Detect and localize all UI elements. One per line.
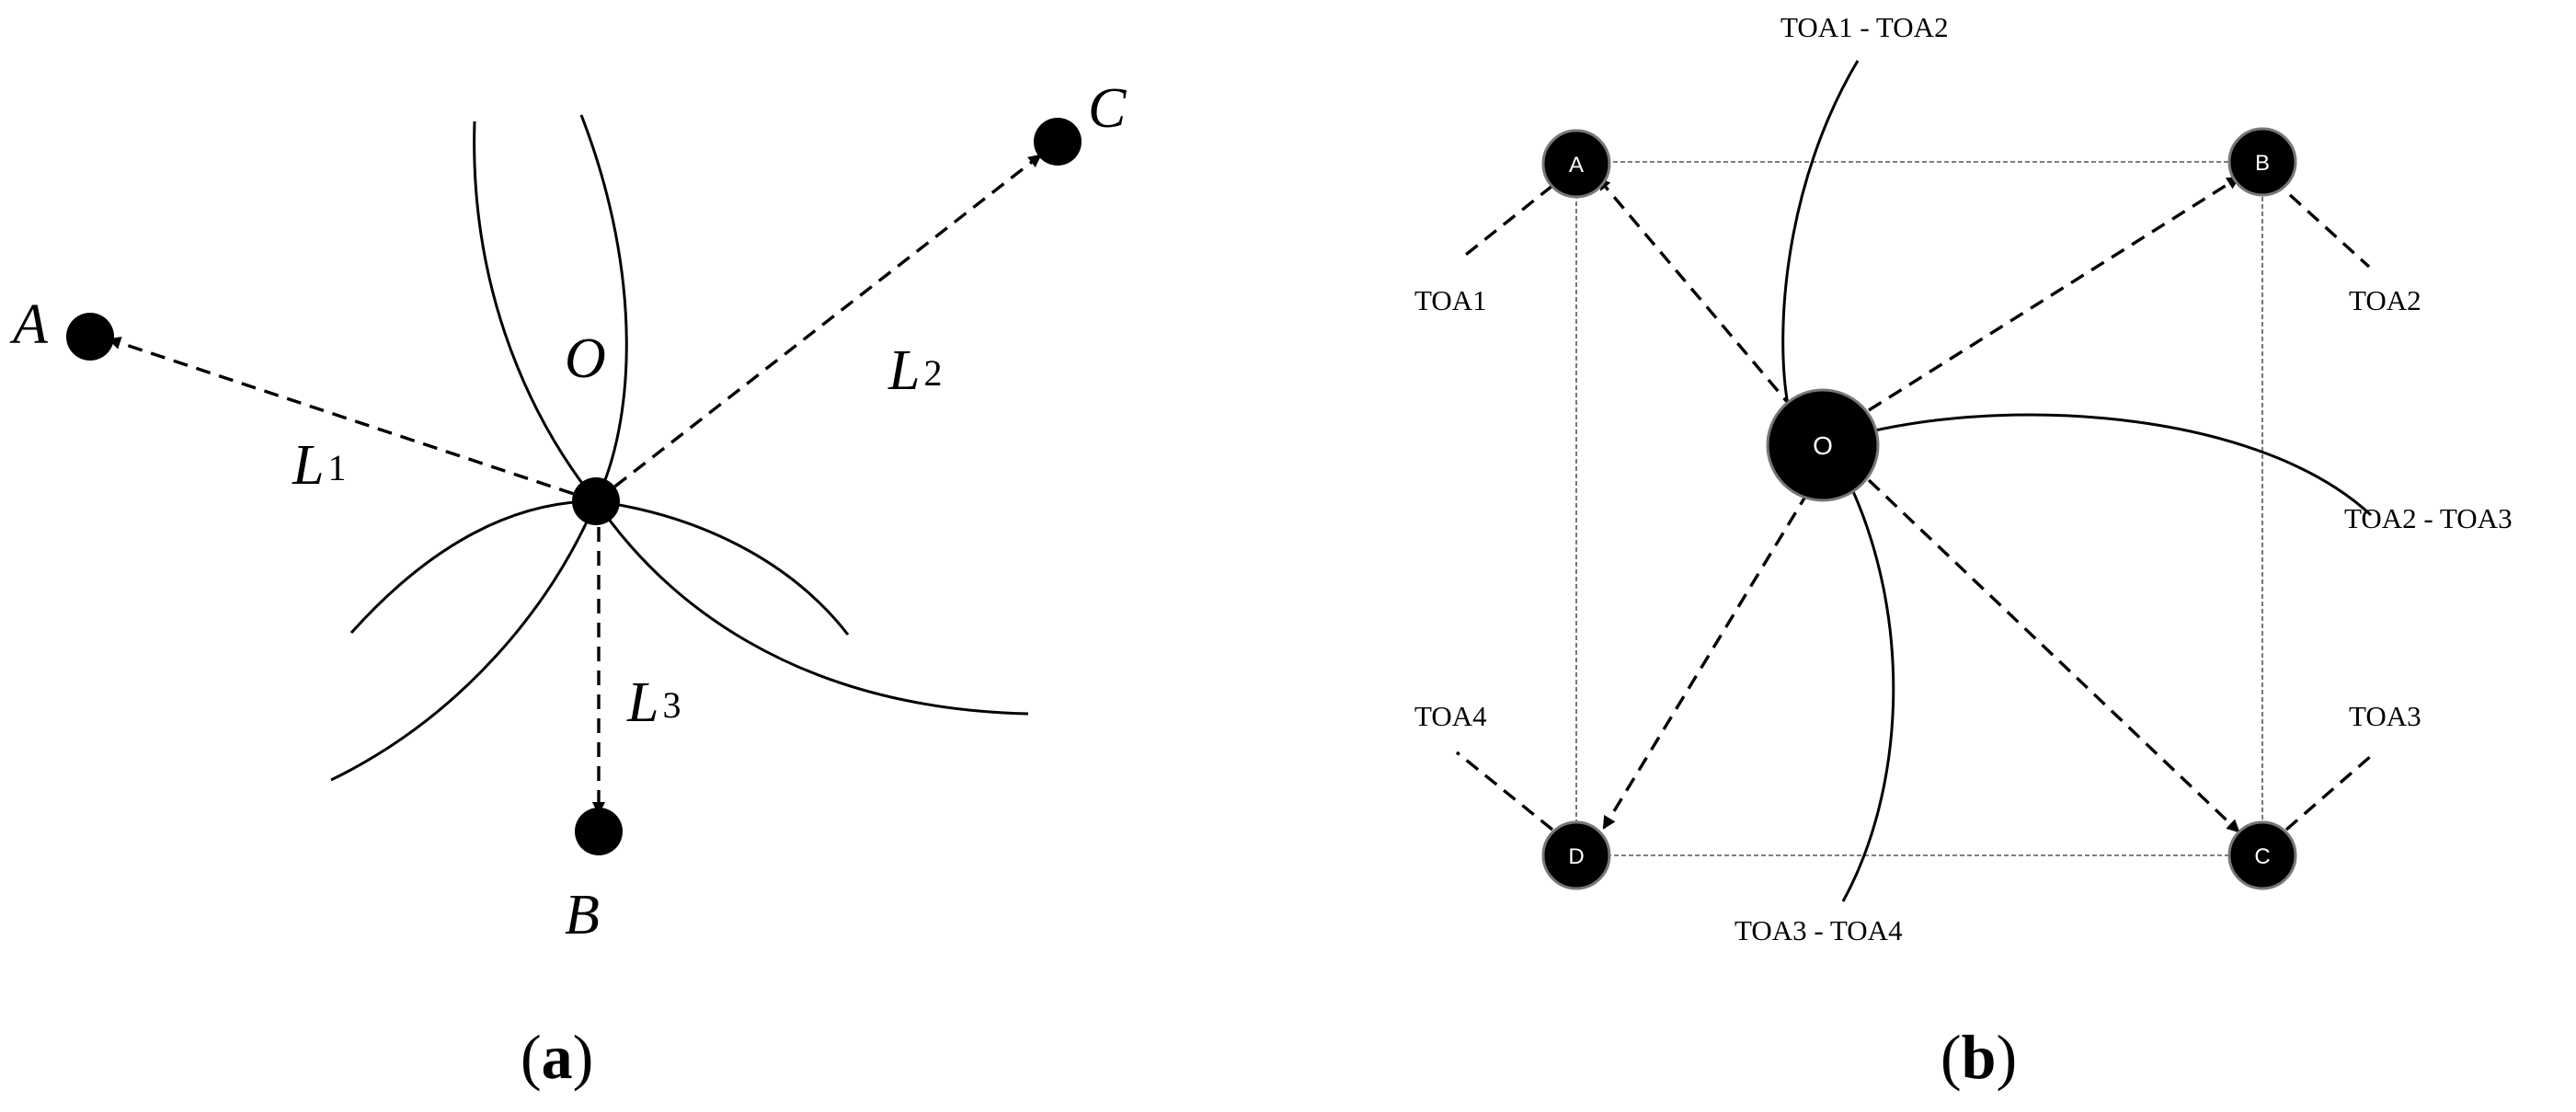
hyperbola-toa2-toa3	[1866, 413, 2373, 517]
square-outline	[1575, 161, 2263, 856]
node-b	[2227, 127, 2297, 197]
hyperbola-toa1-toa2	[1781, 60, 1860, 406]
toa4-leader	[1455, 751, 1554, 831]
node-o	[1766, 388, 1880, 502]
hyperbola-curve-5	[330, 500, 598, 782]
hyperbola-label-toa1-toa2: TOA1 - TOA2	[1780, 11, 1949, 43]
node-d	[1541, 820, 1611, 890]
hyperbola-toa3-toa4	[1841, 488, 1895, 902]
node-a-label: A	[9, 293, 49, 356]
hyperbola-label-toa3-toa4: TOA3 - TOA4	[1735, 914, 1903, 946]
hyperbola-curve-1	[473, 120, 598, 502]
node-c	[2227, 820, 2297, 890]
arrow-o-to-a	[1597, 177, 1795, 411]
node-o	[572, 477, 620, 525]
toa2-label: TOA2	[2349, 284, 2421, 316]
panel-a-caption: (a)	[521, 1022, 593, 1092]
node-c	[1034, 118, 1082, 166]
node-b-label: B	[565, 884, 600, 946]
toa1-leader	[1460, 184, 1554, 259]
distance-arrow-l2	[594, 154, 1042, 503]
node-c-label: C	[2254, 844, 2270, 869]
node-a-label: A	[1569, 153, 1584, 178]
toa3-label: TOA3	[2349, 700, 2421, 732]
hyperbola-curve-4	[595, 499, 850, 636]
hyperbola-label-toa2-toa3: TOA2 - TOA3	[2344, 502, 2513, 534]
panel-b: A B C D O TOA1 TOA2 TOA3 TOA4 TOA1 - TOA…	[1414, 11, 2513, 1092]
node-a	[66, 313, 114, 361]
toa3-leader	[2284, 754, 2373, 831]
panel-b-caption: (b)	[1941, 1022, 2017, 1092]
node-o-label: O	[1813, 431, 1833, 460]
distance-arrow-l1	[107, 337, 597, 503]
node-o-label: O	[565, 327, 606, 390]
node-b	[575, 808, 623, 855]
hyperbola-curve-2	[579, 114, 628, 502]
arrow-o-to-b	[1868, 176, 2240, 412]
arrow-o-to-d	[1602, 491, 1810, 830]
toa4-label: TOA4	[1414, 700, 1487, 732]
hyperbola-curve-6	[594, 500, 1029, 716]
node-d-label: D	[1568, 844, 1584, 869]
node-b-label: B	[2255, 151, 2270, 176]
toa2-leader	[2288, 193, 2371, 269]
arrow-o-to-c	[1867, 478, 2240, 833]
toa1-label: TOA1	[1414, 284, 1487, 316]
hyperbola-curve-3	[349, 499, 597, 635]
node-c-label: C	[1088, 77, 1127, 140]
node-a	[1541, 129, 1611, 199]
